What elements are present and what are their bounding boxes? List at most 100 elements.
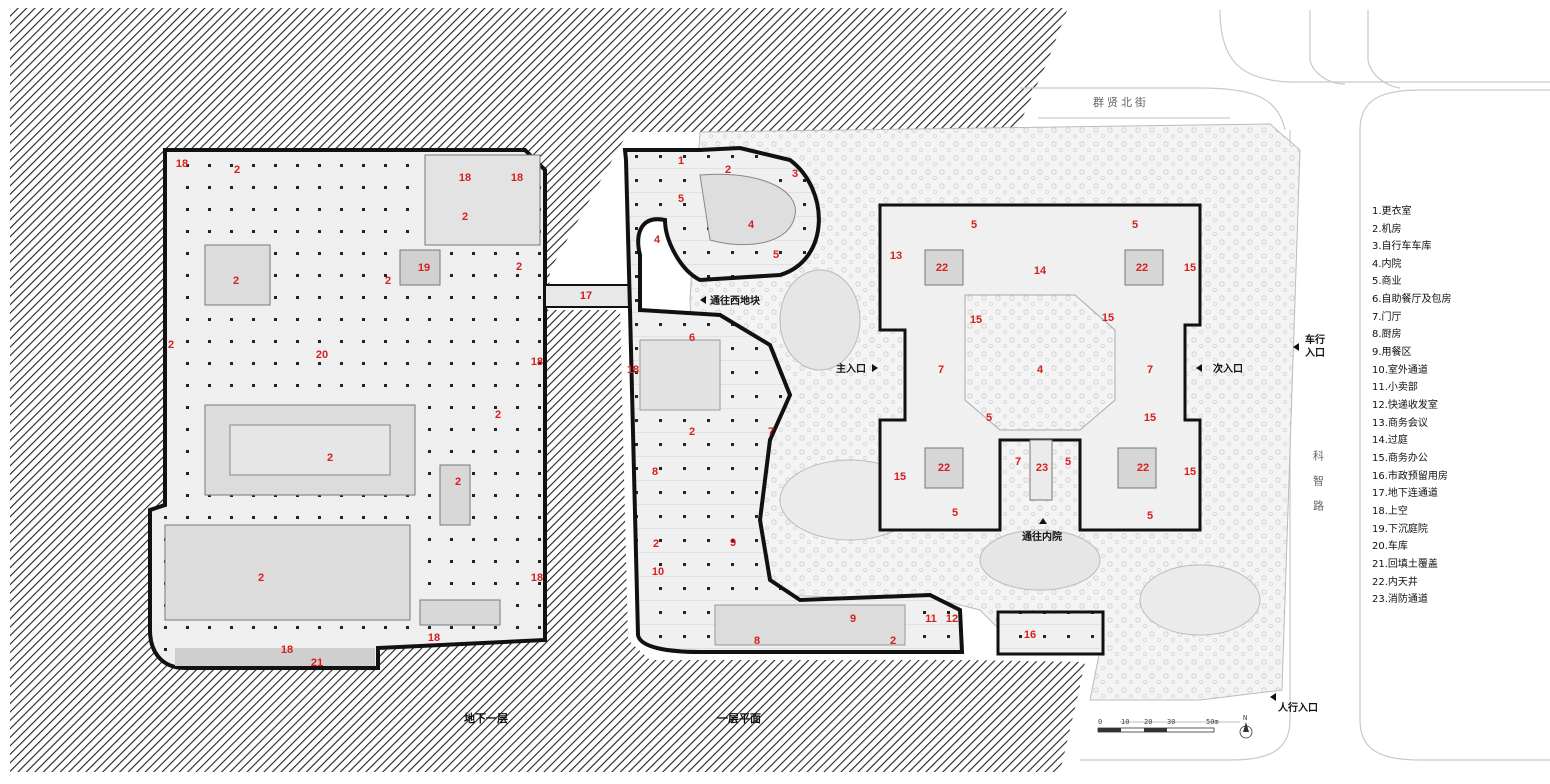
- room-number: 4: [1037, 364, 1044, 376]
- legend-item: 23.消防通道: [1372, 592, 1428, 605]
- room-number: 2: [385, 275, 391, 287]
- label-to-inner-court: 通往内院: [1022, 530, 1062, 543]
- legend-item: 9.用餐区: [1372, 345, 1412, 358]
- label-vehicle-entrance-2: 入口: [1305, 347, 1325, 359]
- legend-item: 3.自行车车库: [1372, 239, 1432, 252]
- legend-item: 14.过庭: [1372, 433, 1408, 446]
- room-number: 2: [168, 339, 174, 351]
- basement-floor: [148, 148, 631, 670]
- room-number: 22: [936, 262, 948, 274]
- room-number: 18: [176, 158, 188, 170]
- legend-item: 20.车库: [1372, 539, 1408, 552]
- room-number: 23: [1036, 462, 1048, 474]
- room-number: 13: [890, 250, 902, 262]
- room-number: 7: [768, 426, 774, 438]
- room-number: 7: [938, 364, 944, 376]
- room-number: 15: [894, 471, 906, 483]
- label-vehicle-entrance-1: 车行: [1305, 333, 1325, 346]
- ground-west-wing: [622, 145, 965, 654]
- room-number: 18: [281, 644, 293, 656]
- room-number: 4: [654, 234, 661, 246]
- room-number: 1: [678, 155, 684, 167]
- room-number: 21: [311, 657, 323, 669]
- room-number: 6: [689, 332, 695, 344]
- legend-item: 21.回填土覆盖: [1372, 557, 1438, 570]
- north-label: N: [1243, 714, 1247, 722]
- legend-item: 1.更衣室: [1372, 204, 1412, 217]
- north-arrow-icon: N: [1239, 714, 1253, 739]
- legend-item: 15.商务办公: [1372, 451, 1428, 464]
- room-number: 5: [1065, 456, 1071, 468]
- street-name-north: 群贤北街: [1093, 95, 1149, 109]
- room-number: 7: [1015, 456, 1021, 468]
- legend-item: 5.商业: [1372, 274, 1402, 287]
- room-number: 15: [1102, 312, 1114, 324]
- room-number: 15: [970, 314, 982, 326]
- room-number: 14: [1034, 265, 1047, 277]
- room-number: 2: [516, 261, 522, 273]
- legend-item: 7.门厅: [1372, 310, 1402, 323]
- room-number: 9: [850, 613, 856, 625]
- street-name-east: 科智路: [1312, 449, 1325, 525]
- room-number: 2: [462, 211, 468, 223]
- legend-item: 17.地下连通道: [1372, 486, 1438, 499]
- plan-labels: 群贤北街 科智路 通往西地块 主入口 次入口 车行 入口 通往内院 人行入口 地…: [464, 95, 1325, 725]
- room-number: 18: [511, 172, 523, 184]
- room-number: 18: [627, 364, 639, 376]
- legend-item: 4.内院: [1372, 257, 1402, 270]
- room-number: 19: [418, 262, 430, 274]
- scale-tick: 10: [1121, 718, 1129, 726]
- scale-tick: 0: [1098, 718, 1102, 726]
- legend-item: 18.上空: [1372, 504, 1408, 517]
- room-number: 9: [730, 537, 736, 549]
- legend-item: 22.内天井: [1372, 575, 1418, 588]
- room-number: 15: [1144, 412, 1156, 424]
- room-number: 3: [792, 168, 798, 180]
- room-number: 2: [327, 452, 333, 464]
- ground-east-block: [878, 203, 1202, 656]
- room-number: 5: [678, 193, 684, 205]
- legend-item: 12.快递收发室: [1372, 398, 1438, 411]
- label-to-west-block: 通往西地块: [710, 294, 761, 307]
- room-number: 5: [1132, 219, 1138, 231]
- legend-item: 13.商务会议: [1372, 416, 1428, 429]
- legend-item: 2.机房: [1372, 222, 1402, 235]
- room-number: 5: [986, 412, 992, 424]
- room-number: 5: [1147, 510, 1153, 522]
- room-number: 15: [1184, 262, 1196, 274]
- scale-tick: 50m: [1206, 718, 1219, 726]
- room-number: 2: [653, 538, 659, 550]
- arrow-glyphs: [700, 296, 1299, 701]
- room-number: 12: [946, 613, 958, 625]
- room-number: 2: [233, 275, 239, 287]
- room-number: 22: [1137, 462, 1149, 474]
- label-main-entrance: 主入口: [836, 362, 866, 375]
- room-number: 20: [316, 349, 328, 361]
- room-number: 8: [754, 635, 760, 647]
- room-number: 17: [580, 290, 592, 302]
- scale-bar: 0 10 20 30 50m: [1097, 718, 1219, 733]
- room-number: 5: [952, 507, 958, 519]
- room-number: 11: [925, 613, 937, 625]
- room-number: 15: [1184, 466, 1196, 478]
- room-number: 7: [1147, 364, 1153, 376]
- room-number: 2: [890, 635, 896, 647]
- room-number: 18: [531, 572, 543, 584]
- legend-item: 6.自助餐厅及包房: [1372, 292, 1452, 305]
- room-number: 10: [652, 566, 664, 578]
- legend-item: 10.室外通道: [1372, 363, 1428, 376]
- title-basement: 地下一层: [464, 711, 508, 725]
- label-pedestrian-entrance: 人行入口: [1278, 701, 1318, 714]
- room-number: 2: [689, 426, 695, 438]
- room-number: 16: [1024, 629, 1036, 641]
- room-number: 4: [748, 219, 755, 231]
- title-ground: 一层平面: [717, 712, 761, 725]
- label-secondary-entrance: 次入口: [1213, 362, 1243, 375]
- room-number: 22: [938, 462, 950, 474]
- room-number: 2: [495, 409, 501, 421]
- room-number: 18: [428, 632, 440, 644]
- room-number: 2: [725, 164, 731, 176]
- legend-item: 19.下沉庭院: [1372, 522, 1428, 535]
- legend: 1.更衣室 2.机房 3.自行车车库 4.内院 5.商业 6.自助餐厅及包房 7…: [1372, 204, 1452, 605]
- room-number: 8: [652, 466, 658, 478]
